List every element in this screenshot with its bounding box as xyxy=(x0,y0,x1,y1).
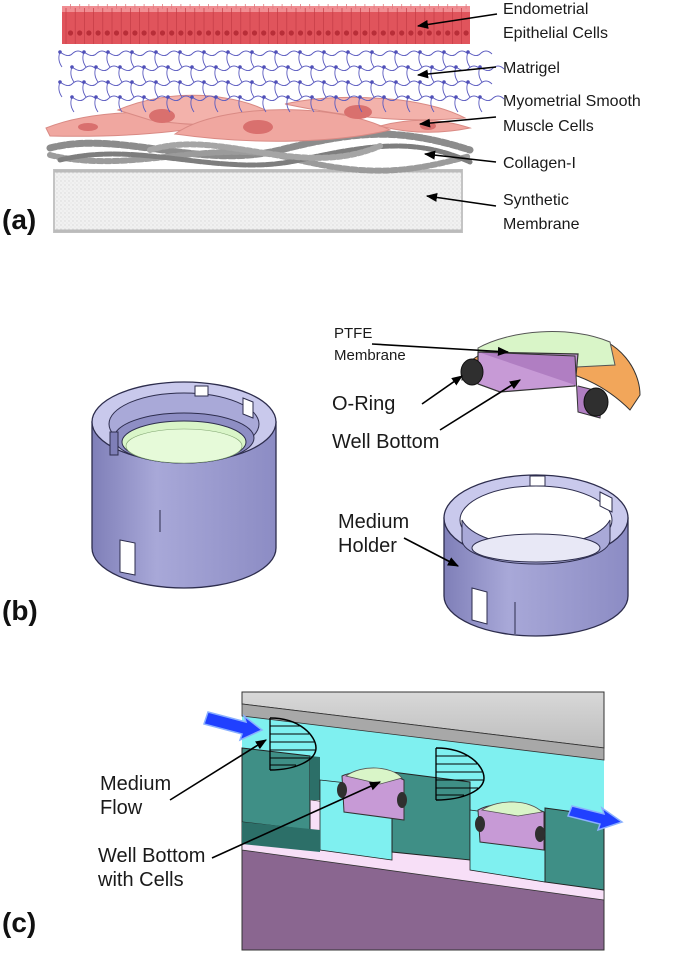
label-smooth-1: Myometrial Smooth xyxy=(503,93,641,110)
flow-profile-1 xyxy=(269,717,317,771)
synthetic-membrane-layer xyxy=(53,169,463,233)
collagen-fibers xyxy=(46,130,474,174)
label-holder-2: Holder xyxy=(338,535,397,557)
label-epithelial-1: Endometrial xyxy=(503,1,588,18)
label-oring: O-Ring xyxy=(332,393,395,415)
well-2 xyxy=(475,801,545,851)
label-membrane-1: Synthetic xyxy=(503,192,569,209)
epithelial-layer xyxy=(62,4,470,44)
label-matrigel: Matrigel xyxy=(503,60,560,77)
panel-a-annotations: Endometrial Epithelial Cells Matrigel My… xyxy=(416,1,641,233)
flow-arrow-out xyxy=(566,805,624,832)
medium-holder-exploded xyxy=(443,474,629,637)
panel-a: (a) xyxy=(2,1,641,235)
label-flow-2: Flow xyxy=(100,797,143,819)
flow-arrow-in xyxy=(203,711,264,742)
flow-profile-2 xyxy=(435,747,485,801)
chip-cutaway xyxy=(203,691,624,951)
smooth-muscle-cells xyxy=(45,94,472,142)
panel-b-annotations: PTFE Membrane O-Ring Well Bottom Medium … xyxy=(332,325,521,567)
label-ptfe-2: Membrane xyxy=(334,347,406,364)
well-1 xyxy=(337,767,407,821)
well-bottom-exploded xyxy=(460,331,641,419)
label-holder-1: Medium xyxy=(338,511,409,533)
panel-a-letter: (a) xyxy=(2,204,36,235)
label-wb-2: with Cells xyxy=(97,869,184,891)
panel-c-letter: (c) xyxy=(2,907,36,938)
label-flow-1: Medium xyxy=(100,773,171,795)
label-membrane-2: Membrane xyxy=(503,216,580,233)
assembled-medium-holder xyxy=(91,381,277,589)
label-well-bottom: Well Bottom xyxy=(332,431,439,453)
label-smooth-2: Muscle Cells xyxy=(503,118,594,135)
label-wb-1: Well Bottom xyxy=(98,845,205,867)
panel-b-letter: (b) xyxy=(2,595,38,626)
label-epithelial-2: Epithelial Cells xyxy=(503,25,608,42)
panel-b: (b) xyxy=(2,325,641,637)
panel-c-annotations: Medium Flow Well Bottom with Cells xyxy=(97,739,382,891)
panel-c: (c) xyxy=(2,691,624,951)
label-collagen: Collagen-I xyxy=(503,155,576,172)
matrigel-mesh xyxy=(58,50,505,113)
label-ptfe-1: PTFE xyxy=(334,325,372,342)
